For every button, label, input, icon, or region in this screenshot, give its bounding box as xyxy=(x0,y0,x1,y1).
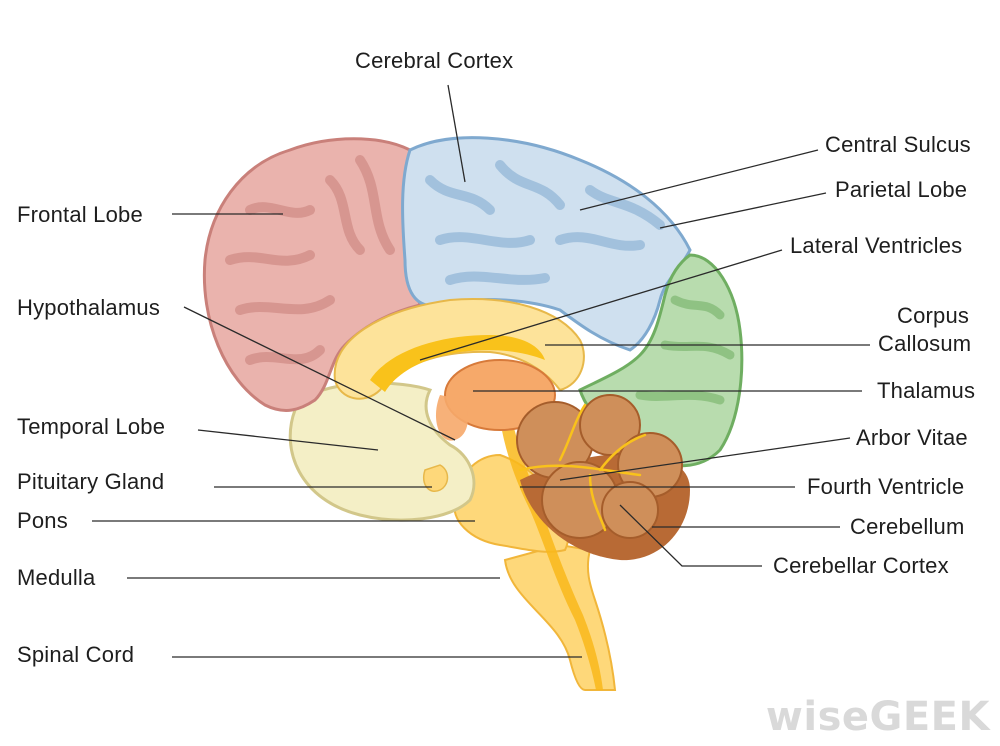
label-spinal-cord: Spinal Cord xyxy=(17,642,135,667)
label-central-sulcus: Central Sulcus xyxy=(825,132,971,157)
label-parietal-lobe: Parietal Lobe xyxy=(835,177,968,202)
watermark-logo: wiseGEEK xyxy=(765,694,990,740)
label-corpus-line2: Callosum xyxy=(878,331,972,356)
leader-lines xyxy=(92,84,870,658)
label-cerebellum: Cerebellum xyxy=(850,514,965,539)
label-lateral-ventricles: Lateral Ventricles xyxy=(790,233,963,258)
label-hypothalamus: Hypothalamus xyxy=(17,295,161,320)
label-frontal-lobe: Frontal Lobe xyxy=(17,202,143,227)
label-arbor-vitae: Arbor Vitae xyxy=(856,425,968,450)
label-temporal-lobe: Temporal Lobe xyxy=(17,414,166,439)
label-fourth-ventricle: Fourth Ventricle xyxy=(807,474,965,499)
label-cerebellar-cortex: Cerebellar Cortex xyxy=(773,553,949,578)
label-thalamus: Thalamus xyxy=(877,378,976,403)
label-corpus-line1: Corpus xyxy=(897,303,970,328)
lateral-ventricle-shape xyxy=(370,335,545,392)
label-pituitary-gland: Pituitary Gland xyxy=(17,469,165,494)
label-medulla: Medulla xyxy=(17,565,96,590)
label-pons: Pons xyxy=(17,508,68,533)
cerebellum-lobules xyxy=(516,394,683,539)
hypothalamus-shape xyxy=(435,395,468,441)
pituitary-gland-shape xyxy=(423,464,449,492)
parietal-lobe-shape xyxy=(401,136,692,352)
label-cerebral-cortex: Cerebral Cortex xyxy=(355,48,514,73)
